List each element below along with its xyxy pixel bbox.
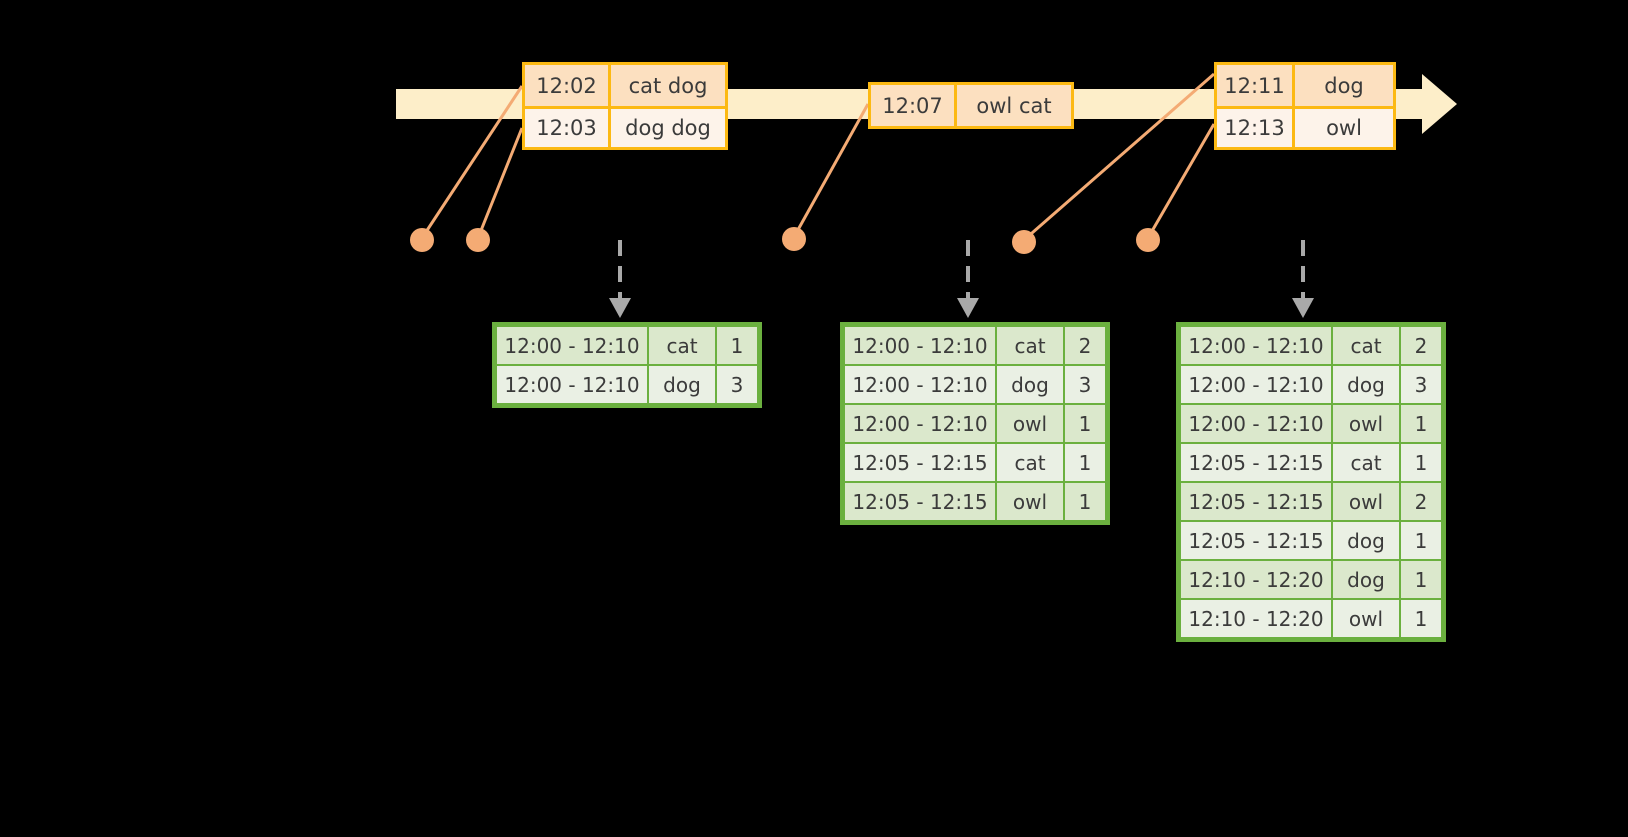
event-marker-dot [410, 228, 434, 252]
key-cell: cat [997, 327, 1063, 364]
key-cell: cat [1333, 444, 1399, 481]
key-cell: cat [649, 327, 715, 364]
dashed-arrow-down-icon [957, 240, 979, 318]
window-cell: 12:05 - 12:15 [1181, 522, 1331, 559]
window-cell: 12:00 - 12:10 [497, 327, 647, 364]
window-cell: 12:00 - 12:10 [497, 366, 647, 403]
event-payload: cat dog [611, 65, 725, 106]
key-cell: owl [997, 405, 1063, 442]
window-cell: 12:00 - 12:10 [1181, 327, 1331, 364]
count-cell: 1 [717, 327, 757, 364]
event-row: 12:03 dog dog [525, 106, 725, 147]
key-cell: dog [997, 366, 1063, 403]
event-marker-dot [466, 228, 490, 252]
window-cell: 12:00 - 12:10 [1181, 366, 1331, 403]
leader-line-2 [476, 127, 524, 239]
count-cell: 1 [1401, 405, 1441, 442]
window-cell: 12:10 - 12:20 [1181, 600, 1331, 637]
key-cell: cat [1333, 327, 1399, 364]
event-time: 12:13 [1217, 109, 1295, 147]
count-cell: 1 [1065, 444, 1105, 481]
key-cell: dog [649, 366, 715, 403]
key-cell: cat [997, 444, 1063, 481]
window-cell: 12:05 - 12:15 [1181, 444, 1331, 481]
key-cell: owl [1333, 405, 1399, 442]
event-time: 12:02 [525, 65, 611, 106]
event-payload: owl cat [957, 85, 1071, 126]
key-cell: dog [1333, 366, 1399, 403]
key-cell: owl [1333, 483, 1399, 520]
key-cell: dog [1333, 561, 1399, 598]
event-box: 12:07 owl cat [868, 82, 1074, 129]
event-marker-dot [1012, 230, 1036, 254]
event-payload: owl [1295, 109, 1393, 147]
count-cell: 1 [1401, 600, 1441, 637]
window-cell: 12:00 - 12:10 [845, 366, 995, 403]
window-cell: 12:05 - 12:15 [845, 444, 995, 481]
window-cell: 12:05 - 12:15 [845, 483, 995, 520]
event-box: 12:11 dog 12:13 owl [1214, 62, 1396, 150]
event-row: 12:07 owl cat [871, 85, 1071, 126]
event-row: 12:11 dog [1217, 65, 1393, 106]
window-cell: 12:00 - 12:10 [845, 405, 995, 442]
event-row: 12:02 cat dog [525, 65, 725, 106]
event-row: 12:13 owl [1217, 106, 1393, 147]
key-cell: dog [1333, 522, 1399, 559]
window-cell: 12:10 - 12:20 [1181, 561, 1331, 598]
count-cell: 2 [1065, 327, 1105, 364]
leader-line-5 [1146, 123, 1216, 239]
key-cell: owl [1333, 600, 1399, 637]
event-payload: dog dog [611, 109, 725, 147]
count-cell: 1 [1401, 522, 1441, 559]
window-cell: 12:00 - 12:10 [845, 327, 995, 364]
event-marker-dot [1136, 228, 1160, 252]
event-box: 12:02 cat dog 12:03 dog dog [522, 62, 728, 150]
event-payload: dog [1295, 65, 1393, 106]
count-cell: 1 [1065, 483, 1105, 520]
leader-line-3 [792, 103, 870, 238]
event-time: 12:11 [1217, 65, 1295, 106]
window-cell: 12:00 - 12:10 [1181, 405, 1331, 442]
event-marker-dot [782, 227, 806, 251]
count-cell: 1 [1401, 561, 1441, 598]
timeline-arrow-icon [1422, 74, 1457, 134]
count-cell: 1 [1065, 405, 1105, 442]
dashed-arrow-down-icon [609, 240, 631, 318]
key-cell: owl [997, 483, 1063, 520]
dashed-arrow-down-icon [1292, 240, 1314, 318]
count-cell: 3 [1401, 366, 1441, 403]
count-cell: 3 [1065, 366, 1105, 403]
count-cell: 2 [1401, 483, 1441, 520]
count-cell: 1 [1401, 444, 1441, 481]
window-cell: 12:05 - 12:15 [1181, 483, 1331, 520]
event-time: 12:03 [525, 109, 611, 147]
event-time: 12:07 [871, 85, 957, 126]
count-cell: 2 [1401, 327, 1441, 364]
count-cell: 3 [717, 366, 757, 403]
